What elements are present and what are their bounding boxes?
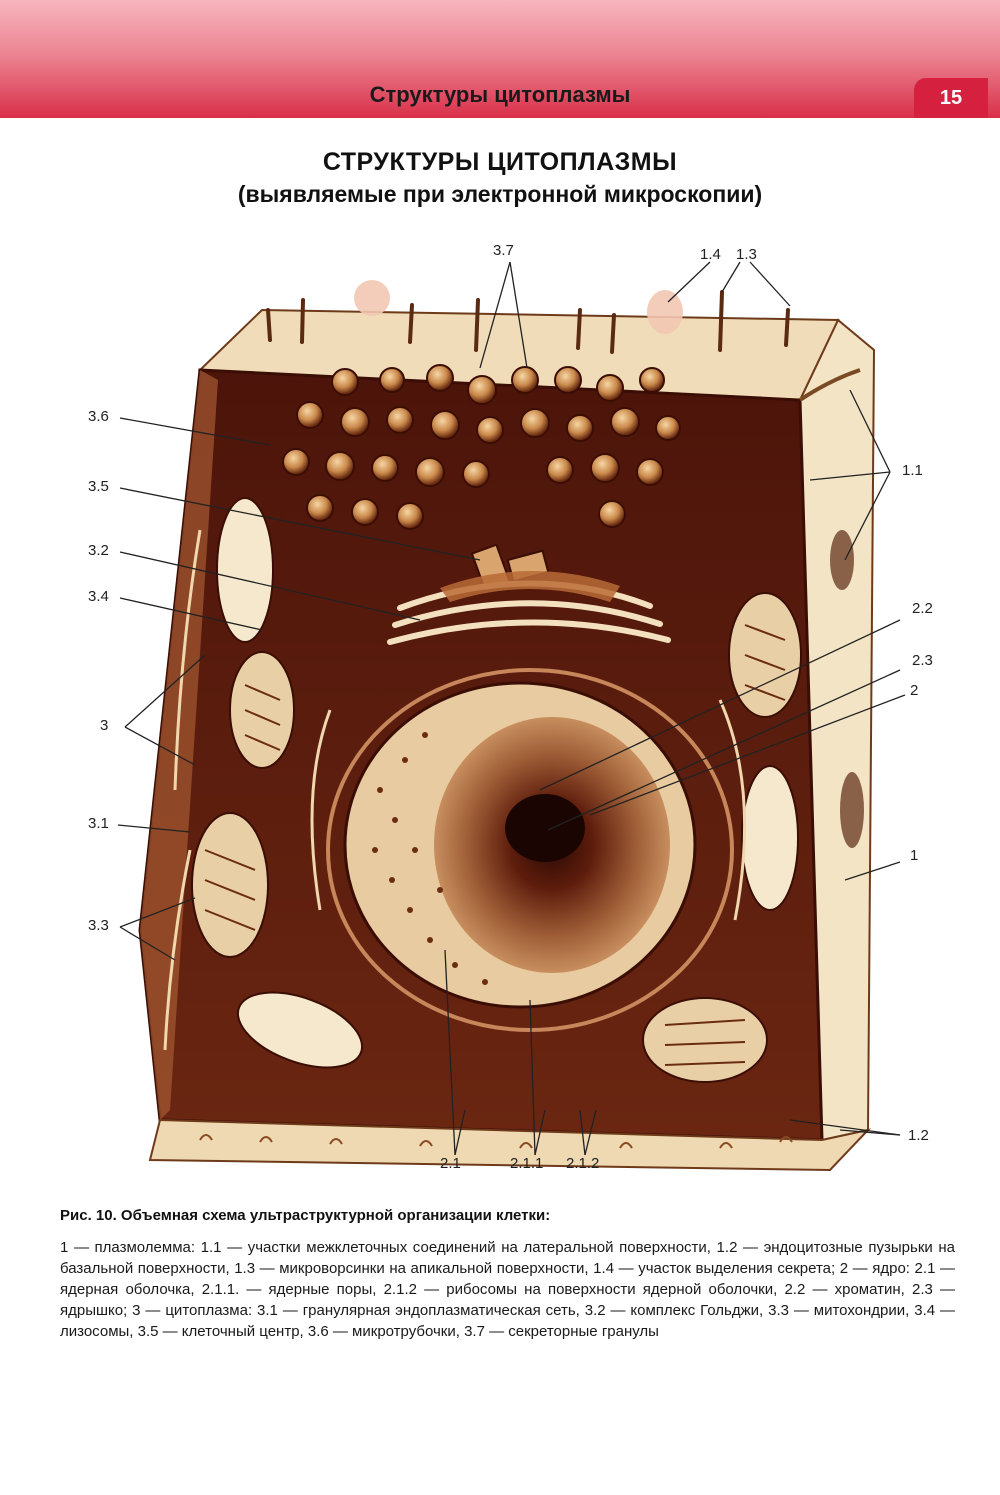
label-3-2: 3.2 — [88, 542, 109, 559]
label-3-3: 3.3 — [88, 917, 109, 934]
main-title: СТРУКТУРЫ ЦИТОПЛАЗМЫ — [322, 148, 678, 176]
page-header: Структуры цитоплазмы 15 — [0, 0, 1000, 118]
label-3: 3 — [100, 717, 109, 734]
label-1-4: 1.4 — [700, 246, 721, 263]
nucleus — [326, 668, 734, 1032]
figure-caption: Рис. 10. Объемная схема ультраструктурно… — [60, 1207, 551, 1224]
label-2-1-1: 2.1.1 — [510, 1155, 544, 1172]
label-3-4: 3.4 — [88, 588, 109, 605]
page-number-badge: 15 — [914, 78, 988, 118]
label-2-1: 2.1 — [440, 1155, 461, 1172]
cell-illustration — [117, 261, 906, 1172]
label-3-7: 3.7 — [493, 242, 514, 259]
secretory-granules — [282, 364, 681, 530]
leader-lines — [117, 261, 906, 1156]
label-3-5: 3.5 — [88, 478, 109, 495]
label-1-3: 1.3 — [736, 246, 757, 263]
basal-surface — [148, 1118, 871, 1172]
label-3-1: 3.1 — [88, 815, 109, 832]
header-title: Структуры цитоплазмы — [369, 82, 631, 107]
label-1-2: 1.2 — [908, 1127, 929, 1144]
figure-legend: 1 — плазмолемма: 1.1 — участки межклеточ… — [60, 1239, 955, 1340]
label-2: 2 — [910, 682, 919, 699]
label-2-3: 2.3 — [912, 652, 933, 669]
label-3-6: 3.6 — [88, 408, 109, 425]
left-membrane — [140, 370, 218, 1120]
label-2-2: 2.2 — [912, 600, 933, 617]
label-2-1-2: 2.1.2 — [566, 1155, 600, 1172]
label-1-1: 1.1 — [902, 462, 923, 479]
microvilli — [266, 290, 790, 354]
label-1: 1 — [910, 847, 919, 864]
main-subtitle: (выявляемые при электронной микроскопии) — [237, 181, 763, 207]
cell-diagram: 3.7 1.4 1.3 3.6 3.5 3.2 3.4 3 3.1 3.3 1.… — [0, 230, 1000, 1190]
